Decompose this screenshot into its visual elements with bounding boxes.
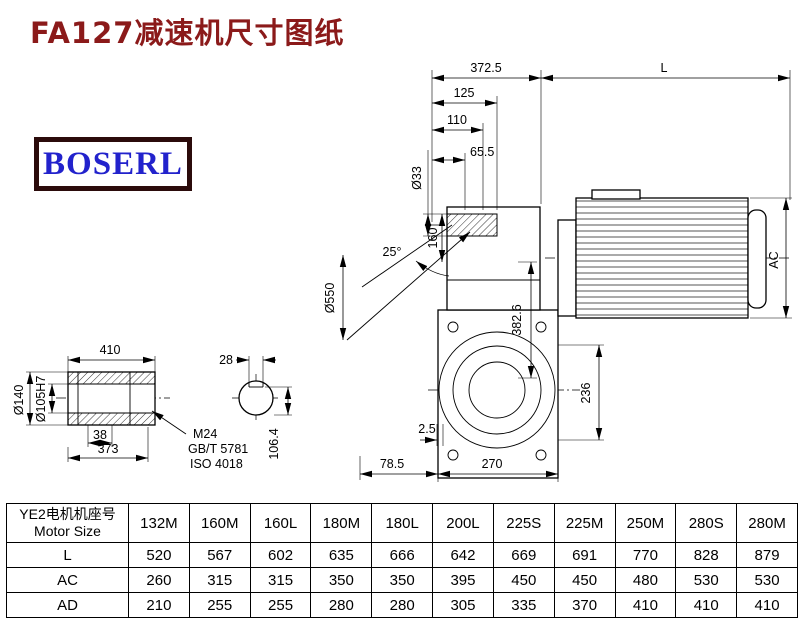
- value-cell: 642: [432, 542, 494, 568]
- row-label-L: L: [6, 542, 129, 568]
- dim-shaft-dia-label: Ø33: [410, 166, 424, 190]
- value-cell: 770: [614, 542, 677, 568]
- size-col-header: 160L: [249, 503, 312, 543]
- value-cell: 530: [675, 567, 738, 593]
- angle-and-swing-dims: 25° Ø550: [323, 224, 471, 341]
- dim-2-5-label: 2.5: [418, 422, 435, 436]
- value-cell: 315: [249, 567, 312, 593]
- size-col-header: 225S: [492, 503, 555, 543]
- table-row-AC: AC 260 315 315 350 350 395 450 450 480 5…: [6, 567, 798, 593]
- screw-leader-line: [151, 410, 187, 435]
- technical-drawing: 372.5 L 125 110 65.5 Ø33 160 25° Ø550 38…: [12, 61, 792, 482]
- motor-flange: [557, 219, 577, 317]
- value-cell: 691: [553, 542, 616, 568]
- dim-25deg-label: 25°: [383, 245, 402, 259]
- screw-std-gb-label: GB/T 5781: [188, 442, 248, 456]
- value-cell: 602: [249, 542, 312, 568]
- shaft-detail-view: 410 Ø140 Ø105H7 38 373 M24 GB/T 5781 ISO…: [12, 343, 248, 471]
- dim-236-label: 236: [579, 383, 593, 404]
- value-cell: 567: [188, 542, 251, 568]
- size-col-header: 280S: [675, 503, 738, 543]
- motor-rear-cap: [747, 209, 767, 309]
- size-col-header: 200L: [432, 503, 494, 543]
- output-bore-circle: [452, 345, 542, 435]
- value-cell: 395: [432, 567, 494, 593]
- value-cell: 669: [492, 542, 555, 568]
- motor-size-table: YE2电机机座号 Motor Size 132M 160M 160L 180M …: [6, 503, 798, 618]
- bolt-hole: [447, 321, 459, 333]
- hollow-shaft-section: [446, 213, 498, 237]
- value-cell: 480: [614, 567, 677, 593]
- dim-L-label: L: [661, 61, 668, 75]
- size-col-header: 180L: [371, 503, 434, 543]
- value-cell: 520: [128, 542, 190, 568]
- dim-382-6-label: 382.6: [510, 304, 524, 335]
- value-cell: 879: [736, 542, 798, 568]
- value-cell: 315: [188, 567, 251, 593]
- swing-radius-line: [346, 231, 471, 341]
- motor-lifting-lug: [591, 189, 641, 200]
- screw-std-iso-label: ISO 4018: [190, 457, 243, 471]
- table-header-row: YE2电机机座号 Motor Size 132M 160M 160L 180M …: [6, 503, 798, 543]
- bottom-dimensions: 2.5 78.5 270: [359, 422, 559, 482]
- value-cell: 530: [736, 567, 798, 593]
- size-col-header: 132M: [128, 503, 190, 543]
- output-shaft-circle: [468, 361, 526, 419]
- value-cell: 635: [310, 542, 373, 568]
- value-cell: 260: [128, 567, 190, 593]
- motor-size-header-cn: YE2电机机座号: [19, 505, 116, 522]
- dim-410-label: 410: [100, 343, 121, 357]
- motor-size-header-en: Motor Size: [34, 523, 101, 539]
- dim-106-4-label: 106.4: [267, 428, 281, 459]
- dim-78-5-label: 78.5: [380, 457, 404, 471]
- shaft-section-view: 28 106.4: [219, 353, 292, 460]
- dim-270-label: 270: [482, 457, 503, 471]
- value-cell: 828: [675, 542, 738, 568]
- value-cell: 350: [310, 567, 373, 593]
- size-col-header: 180M: [310, 503, 373, 543]
- dim-28-label: 28: [219, 353, 233, 367]
- tilt-line: [361, 224, 453, 288]
- gearbox-lower-housing: [437, 309, 559, 479]
- dim-125-label: 125: [454, 86, 475, 100]
- screw-spec-label: M24: [193, 427, 217, 441]
- row-label-AC: AC: [6, 567, 129, 593]
- main-view: [428, 189, 792, 479]
- bolt-hole: [447, 449, 459, 461]
- dim-AC-label: AC: [767, 251, 781, 268]
- dim-140-label: Ø140: [12, 385, 26, 416]
- size-col-header: 160M: [188, 503, 251, 543]
- dim-110-label: 110: [447, 113, 467, 127]
- motor-body: [575, 197, 749, 319]
- dim-550-label: Ø550: [323, 283, 337, 314]
- boserl-logo-text: BOSERL: [43, 145, 183, 182]
- dim-372-5-label: 372.5: [470, 61, 501, 75]
- dim-38-label: 38: [93, 428, 107, 442]
- motor-size-header-cell: YE2电机机座号 Motor Size: [6, 503, 129, 543]
- value-cell: 450: [492, 567, 555, 593]
- dim-373-label: 373: [98, 442, 119, 456]
- top-dimensions: 372.5 L 125 110 65.5 Ø33 160: [410, 61, 791, 262]
- bolt-hole: [535, 321, 547, 333]
- value-cell: 666: [371, 542, 434, 568]
- value-cell: 350: [371, 567, 434, 593]
- boserl-logo: BOSERL: [34, 137, 192, 191]
- value-cell: 450: [553, 567, 616, 593]
- size-col-header: 250M: [614, 503, 677, 543]
- output-flange-circle: [438, 331, 556, 449]
- shaft-section-circle: [238, 380, 274, 416]
- table-row-L: L 520 567 602 635 666 642 669 691 770 82…: [6, 542, 798, 568]
- right-dimensions: 382.6 AC 236: [510, 197, 792, 441]
- dim-105h7-label: Ø105H7: [34, 376, 48, 423]
- dim-65-5-label: 65.5: [470, 145, 494, 159]
- page-title: FA127减速机尺寸图纸: [30, 16, 345, 50]
- bolt-hole: [535, 449, 547, 461]
- size-col-header: 280M: [736, 503, 798, 543]
- size-col-header: 225M: [553, 503, 616, 543]
